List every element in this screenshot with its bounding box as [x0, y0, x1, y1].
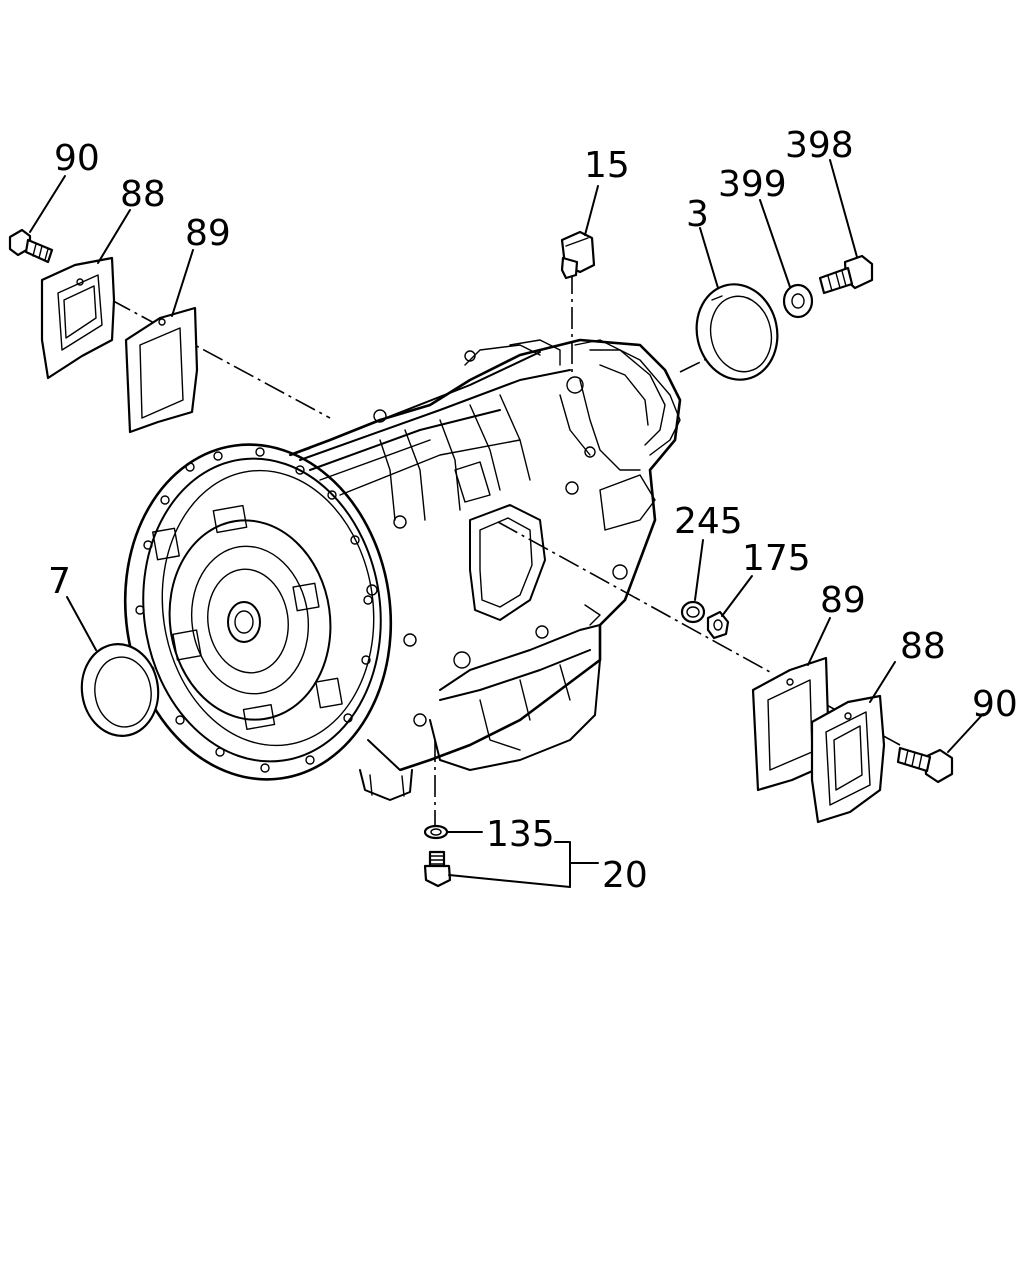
- drain-plug-20: [423, 850, 452, 888]
- oil-seal-3: [695, 283, 779, 381]
- callout-labels: 90 88 89 15 3 399 398 245 175 89 88 90 7…: [48, 125, 1018, 896]
- callout-3: 3: [686, 194, 709, 235]
- bolt-90-left: [8, 228, 54, 264]
- callout-245: 245: [674, 501, 743, 542]
- flange-bolt-holes: [135, 447, 373, 773]
- bolt-398: [818, 254, 874, 295]
- o-ring-245: [680, 600, 706, 624]
- callout-90-left: 90: [54, 138, 100, 179]
- oil-seal-7: [80, 643, 160, 737]
- callout-89-left: 89: [185, 213, 231, 254]
- bolt-90-right: [896, 746, 954, 784]
- callout-20: 20: [602, 855, 648, 896]
- gasket-89-left: [124, 306, 199, 434]
- leader-lines: [29, 159, 984, 888]
- nut-175: [706, 610, 730, 640]
- callout-88-left: 88: [120, 174, 166, 215]
- transmission-assembly: [123, 338, 682, 801]
- washer-135: [423, 824, 449, 840]
- callout-7: 7: [48, 561, 71, 602]
- washer-399: [782, 283, 814, 319]
- callout-15: 15: [584, 145, 630, 186]
- sensor-15: [560, 230, 596, 280]
- callout-399: 399: [718, 164, 787, 205]
- callout-135: 135: [486, 814, 555, 855]
- callout-88-right: 88: [900, 626, 946, 667]
- callout-89-right: 89: [820, 580, 866, 621]
- callout-90-right: 90: [972, 684, 1018, 725]
- cover-plate-88-right: [810, 694, 886, 824]
- cover-plate-88-left: [40, 256, 116, 380]
- callout-398: 398: [785, 125, 854, 166]
- callout-175: 175: [742, 538, 811, 579]
